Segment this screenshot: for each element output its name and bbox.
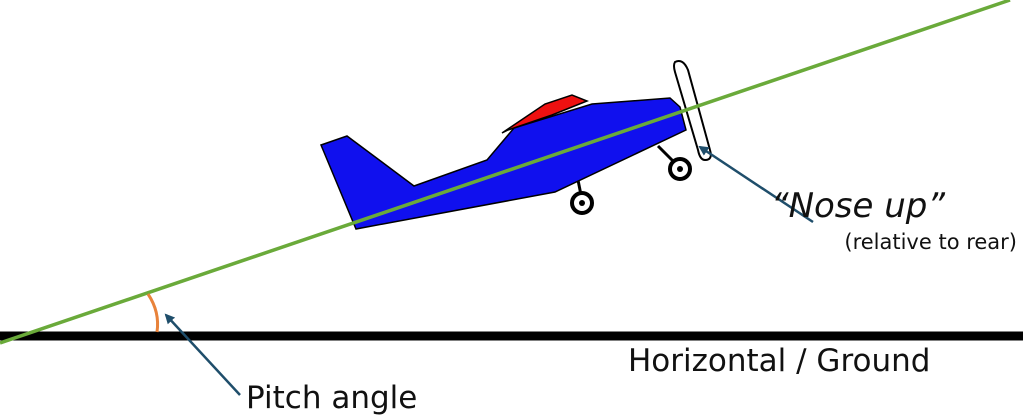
pitch-angle-arrow [164,313,241,396]
nose-up-arrow [698,145,814,224]
propeller [673,60,712,162]
pitch-reference-line [0,0,1011,345]
airplane [320,60,712,230]
ground-label: Horizontal / Ground [628,343,931,379]
pitch-angle-label: Pitch angle [246,380,418,416]
nose-up-note: (relative to rear) [844,230,1017,254]
main-wheel-hub [579,200,585,206]
fuselage [320,97,687,230]
nose-up-label: “Nose up” [770,186,945,226]
canopy [501,94,590,134]
nose-wheel-hub [677,166,683,172]
pitch-angle-arc [146,293,160,333]
